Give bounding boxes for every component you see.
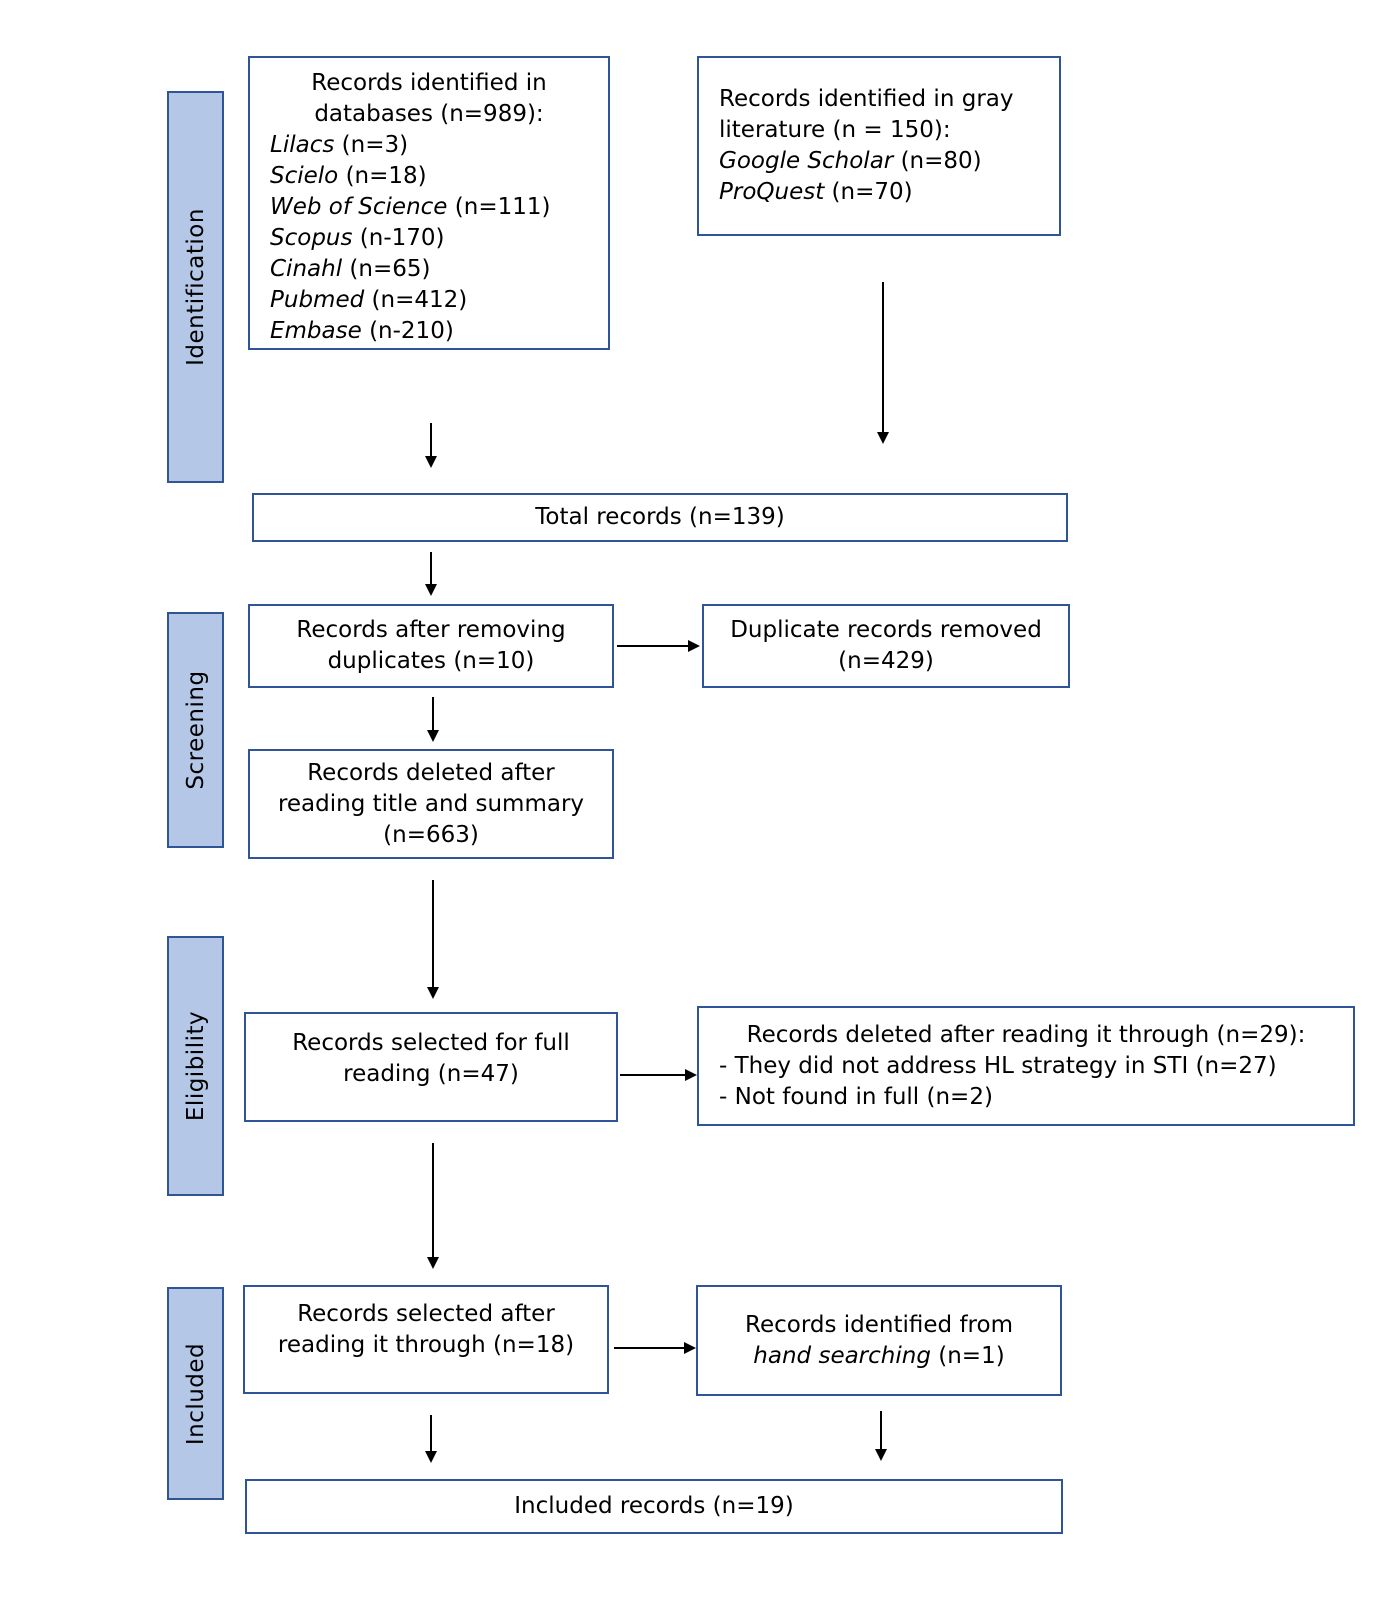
databases-title-line1: Records identified in bbox=[311, 70, 547, 96]
gray-item: Google Scholar (n=80) bbox=[719, 148, 982, 174]
included-records-text: Included records (n=19) bbox=[514, 1493, 794, 1519]
hand-search-line1: Records identified from bbox=[745, 1311, 1013, 1338]
duplicates-removed-line1: Duplicate records removed bbox=[730, 617, 1042, 643]
deleted-title-line1: Records deleted after bbox=[307, 759, 555, 786]
after-duplicates-line1: Records after removing bbox=[296, 617, 566, 643]
total-records-text: Total records (n=139) bbox=[535, 504, 785, 530]
deleted-full-line1: Records deleted after reading it through… bbox=[746, 1022, 1306, 1048]
database-item: Scielo (n=18) bbox=[270, 163, 427, 189]
full-reading-line1: Records selected for full bbox=[292, 1030, 570, 1056]
gray-item: ProQuest (n=70) bbox=[719, 179, 913, 205]
duplicates-removed-line2: (n=429) bbox=[838, 648, 934, 674]
included-records-box: Included records (n=19) bbox=[245, 1479, 1063, 1534]
gray-title-line2: literature (n = 150): bbox=[719, 117, 951, 143]
selected-after-line1: Records selected after bbox=[297, 1301, 555, 1327]
database-item: Scopus (n-170) bbox=[270, 225, 445, 251]
hand-search-box: Records identified from hand searching (… bbox=[696, 1285, 1062, 1396]
deleted-full-line2: - They did not address HL strategy in ST… bbox=[719, 1053, 1277, 1079]
database-item: Lilacs (n=3) bbox=[270, 132, 409, 158]
deleted-title-line3: (n=663) bbox=[383, 821, 479, 848]
gray-title-line1: Records identified in gray bbox=[719, 86, 1014, 112]
after-duplicates-box: Records after removing duplicates (n=10) bbox=[248, 604, 614, 688]
databases-box: Records identified in databases (n=989):… bbox=[248, 56, 610, 350]
deleted-full-line3: - Not found in full (n=2) bbox=[719, 1084, 993, 1110]
after-duplicates-line2: duplicates (n=10) bbox=[327, 648, 535, 674]
phase-eligibility: Eligibility bbox=[167, 936, 224, 1196]
full-reading-box: Records selected for full reading (n=47) bbox=[244, 1012, 618, 1122]
databases-title-line2: databases (n=989): bbox=[314, 101, 544, 127]
phase-included: Included bbox=[167, 1287, 224, 1500]
database-item: Embase (n-210) bbox=[270, 318, 454, 344]
gray-literature-box: Records identified in gray literature (n… bbox=[697, 56, 1061, 236]
hand-search-line2: hand searching (n=1) bbox=[753, 1342, 1005, 1369]
deleted-full-box: Records deleted after reading it through… bbox=[697, 1006, 1355, 1126]
total-records-box: Total records (n=139) bbox=[252, 493, 1068, 542]
deleted-title-line2: reading title and summary bbox=[277, 790, 585, 817]
selected-after-line2: reading it through (n=18) bbox=[277, 1332, 575, 1358]
database-item: Web of Science (n=111) bbox=[270, 194, 551, 220]
database-item: Cinahl (n=65) bbox=[270, 256, 431, 282]
phase-identification: Identification bbox=[167, 91, 224, 483]
phase-screening: Screening bbox=[167, 612, 224, 848]
duplicates-removed-box: Duplicate records removed (n=429) bbox=[702, 604, 1070, 688]
database-item: Pubmed (n=412) bbox=[270, 287, 468, 313]
full-reading-line2: reading (n=47) bbox=[343, 1061, 519, 1087]
selected-after-box: Records selected after reading it throug… bbox=[243, 1285, 609, 1394]
deleted-title-box: Records deleted after reading title and … bbox=[248, 749, 614, 859]
